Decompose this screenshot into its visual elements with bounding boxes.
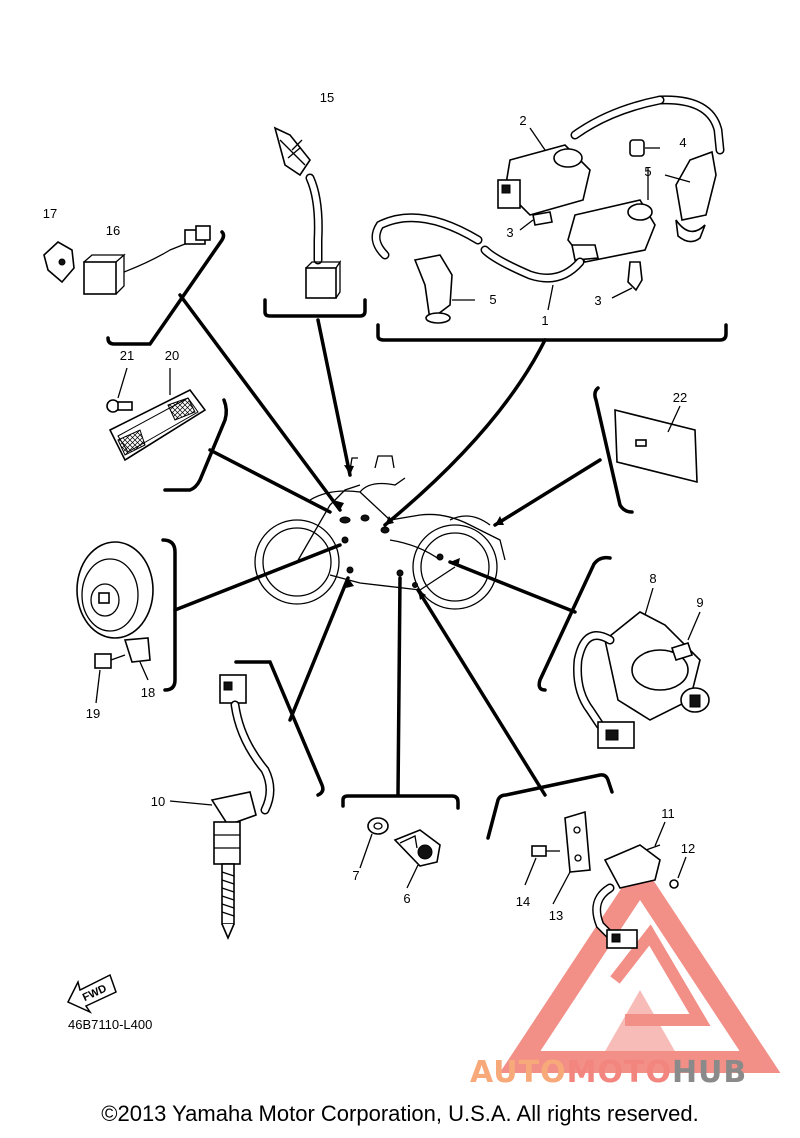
callout-19: 19 [86, 706, 100, 721]
callout-22: 22 [673, 390, 687, 405]
leader-lines [173, 293, 602, 797]
watermark-part-1: AUTO [470, 1055, 567, 1090]
callout-8: 8 [649, 571, 656, 586]
callout-2: 2 [519, 113, 526, 128]
watermark-part-2: MOTO [566, 1055, 672, 1090]
copyright-notice: ©2013 Yamaha Motor Corporation, U.S.A. A… [101, 1101, 699, 1126]
callout-4: 4 [679, 135, 686, 150]
callout-3a: 3 [506, 225, 513, 240]
callout-12: 12 [681, 841, 695, 856]
part-6-7-bolt [359, 817, 441, 889]
callout-1: 1 [541, 313, 548, 328]
callout-15: 15 [320, 90, 334, 105]
fwd-arrow-icon: FWD [66, 973, 117, 1014]
part-20-21-reflector [106, 367, 207, 462]
group-brackets [106, 230, 728, 840]
part-22-reflector [614, 405, 698, 484]
callout-18: 18 [141, 685, 155, 700]
callout-labels: 1 2 3 3 4 5 5 6 7 8 9 10 11 12 13 14 15 … [43, 90, 704, 923]
watermark-text: AUTOMOTOHUB [470, 1055, 747, 1090]
callout-6: 6 [403, 891, 410, 906]
watermark-logo [499, 860, 781, 1073]
motorcycle-outline [254, 455, 506, 610]
part-11-14-bracket [524, 810, 687, 949]
watermark-part-3: HUB [671, 1055, 748, 1090]
callout-16: 16 [106, 223, 120, 238]
callout-13: 13 [549, 908, 563, 923]
part-16-17-relay [43, 225, 211, 295]
callout-7: 7 [352, 868, 359, 883]
diagram-code: 46B7110-L400 [68, 1017, 153, 1032]
callout-14: 14 [516, 894, 530, 909]
callout-5a: 5 [644, 164, 651, 179]
callout-5b: 5 [489, 292, 496, 307]
callout-11: 11 [661, 806, 675, 821]
callout-17: 17 [43, 206, 57, 221]
part-18-19-horn [76, 541, 154, 704]
callout-10: 10 [151, 794, 165, 809]
callout-21: 21 [120, 348, 134, 363]
part-10-sensor [169, 674, 275, 941]
callout-9: 9 [696, 595, 703, 610]
callout-20: 20 [165, 348, 179, 363]
part-15-switch [273, 126, 342, 299]
ignition-coil-assembly [371, 95, 725, 324]
part-8-9-main-switch [573, 587, 710, 749]
callout-3b: 3 [594, 293, 601, 308]
